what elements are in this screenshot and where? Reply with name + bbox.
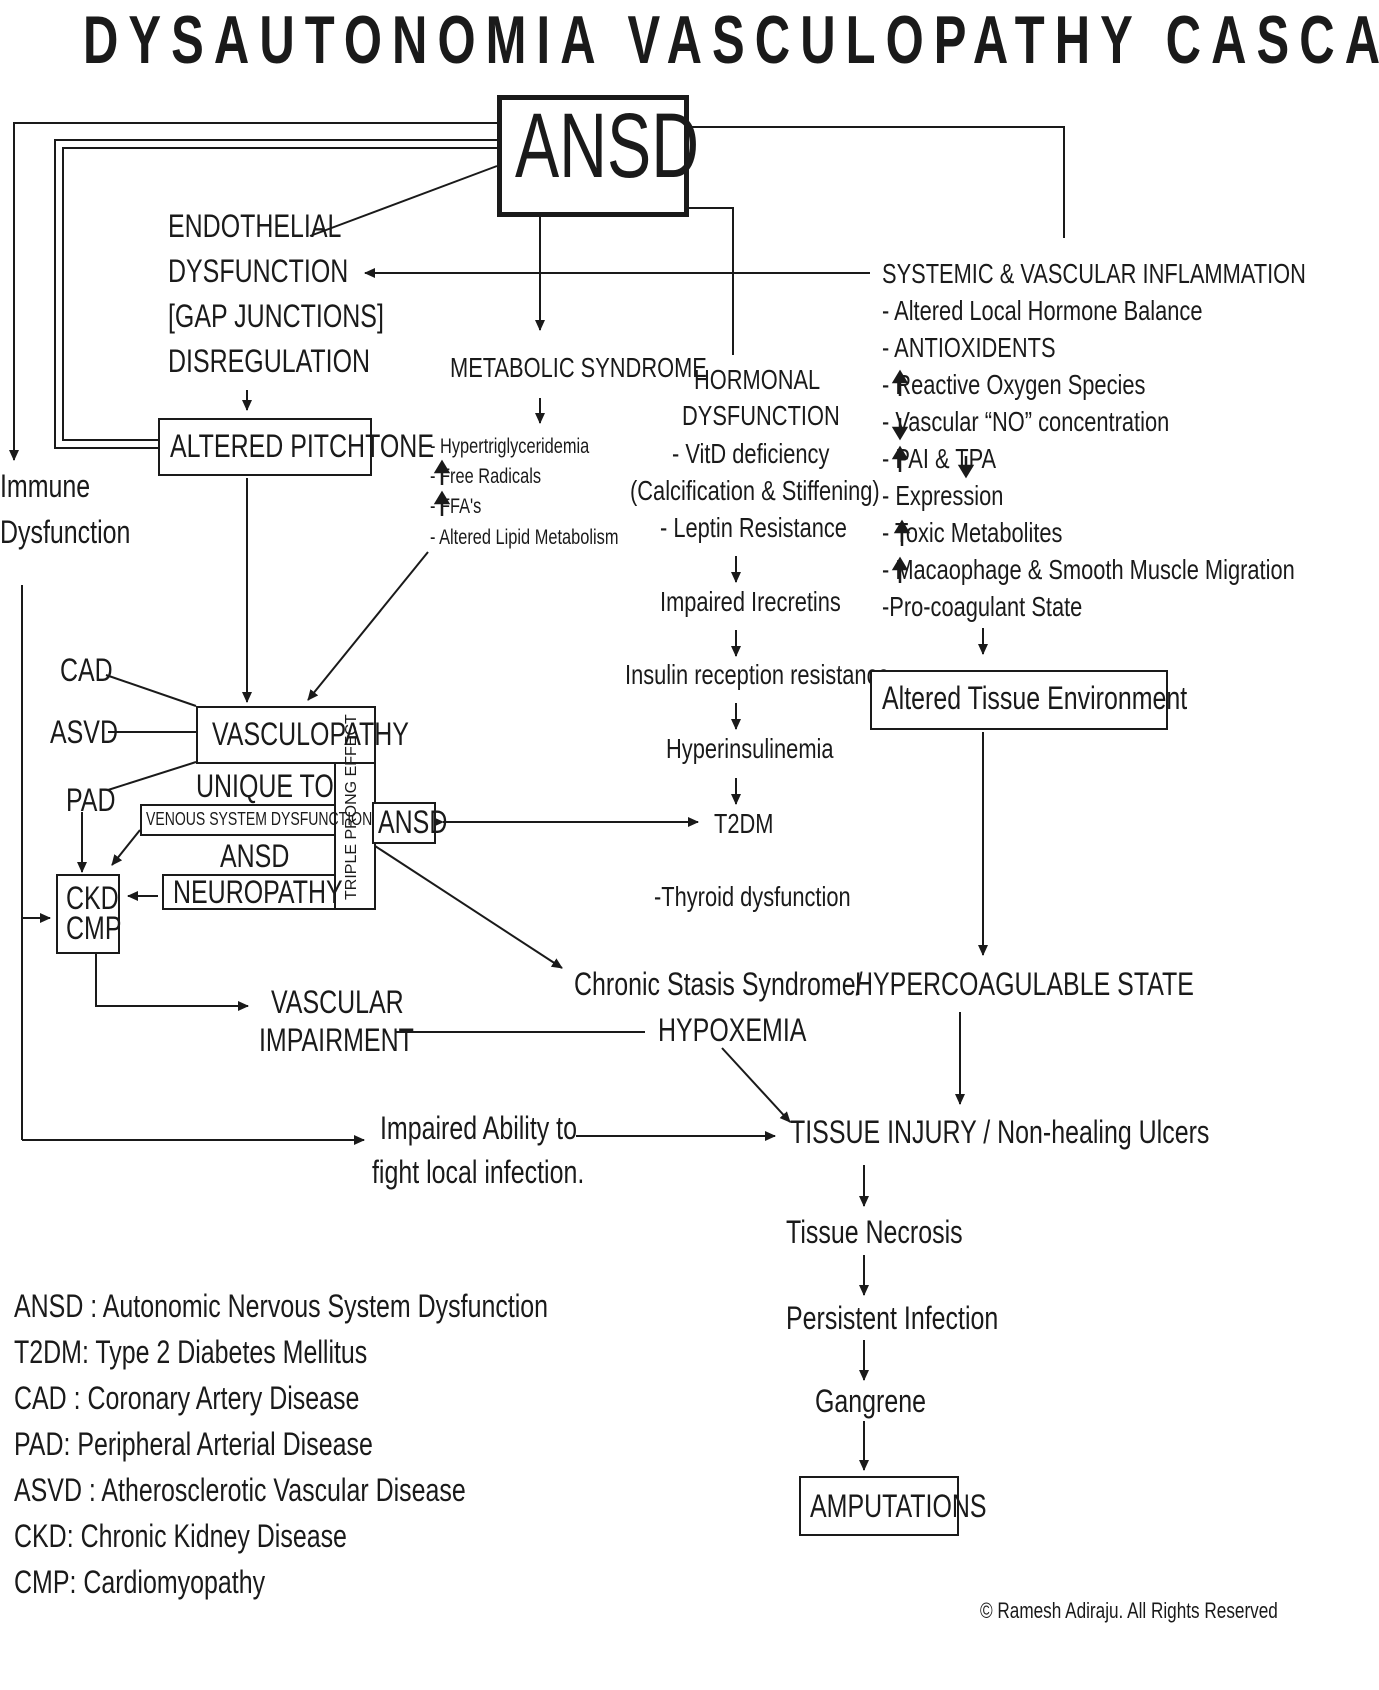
copyright-label: © Ramesh Adiraju. All Rights Reserved: [980, 1598, 1278, 1623]
inflammation-item-4: - Vascular “NO” concentration: [882, 406, 1170, 437]
inflammation-item-7: - Toxic Metabolites: [882, 517, 1063, 548]
cmp-label: CMP: [66, 910, 122, 946]
hormonal-item-2: (Calcification & Stiffening): [630, 475, 880, 506]
venous-box: [140, 804, 336, 836]
hormonal-item-1: - VitD deficiency: [672, 438, 830, 469]
metabolic-item-2: - Free Radicals: [430, 465, 542, 488]
metabolic-item-1: - Hypertriglyceridemia: [430, 435, 590, 458]
legend-item-t2dm: T2DM: Type 2 Diabetes Mellitus: [14, 1334, 368, 1370]
hormonal-title-2: DYSFUNCTION: [682, 400, 840, 431]
inflammation-item-8: - Macaophage & Smooth Muscle Migration: [882, 554, 1295, 585]
legend-item-ansd: ANSD : Autonomic Nervous System Dysfunct…: [14, 1288, 549, 1324]
persistent-infection-label: Persistent Infection: [786, 1300, 999, 1336]
inflammation-item-6: - Expression: [882, 480, 1004, 511]
hypercoagulable-label: HYPERCOAGULABLE STATE: [855, 966, 1194, 1002]
hormonal-chain-3: Hyperinsulinemia: [666, 733, 834, 764]
legend-item-cmp: CMP: Cardiomyopathy: [14, 1564, 266, 1600]
endothelial-line-3: [GAP JUNCTIONS]: [168, 298, 384, 334]
diagram-title: DYSAUTONOMIA VASCULOPATHY CASCADE: [83, 2, 1379, 78]
amputations-box: [799, 1476, 959, 1536]
legend-item-pad: PAD: Peripheral Arterial Disease: [14, 1426, 373, 1462]
metabolic-title: METABOLIC SYNDROME: [450, 352, 707, 383]
cad-label: CAD: [60, 652, 113, 688]
impaired-ability-1: Impaired Ability to: [380, 1110, 577, 1146]
thyroid-label: -Thyroid dysfunction: [654, 881, 851, 912]
inflammation-item-3: - Reactive Oxygen Species: [882, 369, 1146, 400]
vascular-impairment-1: VASCULAR: [271, 984, 404, 1020]
hormonal-item-3: - Leptin Resistance: [660, 512, 847, 543]
inflammation-item-1: - Altered Local Hormone Balance: [882, 295, 1203, 326]
indicator-arrows: [433, 369, 975, 583]
ansd-neuro-label: ANSD: [220, 838, 290, 874]
legend-item-cad: CAD : Coronary Artery Disease: [14, 1380, 360, 1416]
hormonal-title-1: HORMONAL: [694, 364, 821, 395]
tissue-injury-label: TISSUE INJURY / Non-healing Ulcers: [790, 1114, 1210, 1150]
ckd-cmp-box: [56, 874, 120, 954]
pad-label: PAD: [66, 782, 116, 818]
chronic-stasis-1: Chronic Stasis Syndrome/: [574, 966, 863, 1002]
immune-line-1: Immune: [0, 468, 91, 504]
hypoxemia-label: HYPOXEMIA: [658, 1012, 807, 1048]
vascular-impairment-2: IMPAIRMENT: [259, 1022, 414, 1058]
altered-pitchtone-box: [158, 418, 372, 476]
vasculopathy-box: [196, 706, 376, 764]
tissue-necrosis-label: Tissue Necrosis: [786, 1214, 963, 1250]
hormonal-chain-2: Insulin reception resistance: [625, 659, 890, 690]
ansd-root-label: ANSD: [515, 95, 700, 197]
inflammation-item-5: - PAI & TPA: [882, 443, 997, 474]
t2dm-label: T2DM: [714, 808, 774, 839]
asvd-label: ASVD: [50, 714, 118, 750]
impaired-ability-2: fight local infection.: [372, 1154, 585, 1190]
inflammation-title: SYSTEMIC & VASCULAR INFLAMMATION: [882, 258, 1306, 289]
ansd-small-label: ANSD: [378, 804, 448, 840]
ansd-root-box: [497, 95, 689, 217]
legend-item-ckd: CKD: Chronic Kidney Disease: [14, 1518, 347, 1554]
ckd-label: CKD: [66, 880, 119, 916]
endothelial-line-4: DISREGULATION: [168, 343, 371, 379]
neuropathy-label: NEUROPATHY: [173, 874, 343, 910]
metabolic-item-3: - FFA's: [430, 495, 482, 518]
ansd-small-box: [372, 802, 436, 844]
triple-prong-label: TRIPLE PRONG EFFECT: [343, 714, 360, 900]
inflammation-item-2: - ANTIOXIDENTS: [882, 332, 1056, 363]
endothelial-line-1: ENDOTHELIAL: [168, 208, 342, 244]
endothelial-line-2: DYSFUNCTION: [168, 253, 349, 289]
hormonal-chain-1: Impaired Irecretins: [660, 586, 841, 617]
altered-tissue-label: Altered Tissue Environment: [882, 680, 1188, 716]
gangrene-label: Gangrene: [815, 1383, 927, 1419]
amputations-label: AMPUTATIONS: [810, 1488, 987, 1524]
venous-label: VENOUS SYSTEM DYSFUNCTION: [146, 809, 373, 829]
immune-line-2: Dysfunction: [0, 514, 131, 550]
metabolic-item-4: - Altered Lipid Metabolism: [430, 526, 619, 549]
vasculopathy-label: VASCULOPATHY: [212, 716, 409, 752]
legend-item-asvd: ASVD : Atherosclerotic Vascular Disease: [14, 1472, 466, 1508]
neuropathy-box: [162, 874, 336, 910]
altered-pitchtone-label: ALTERED PITCHTONE: [170, 428, 434, 464]
altered-tissue-box: [870, 670, 1168, 730]
unique-to-label: UNIQUE TO: [196, 768, 334, 804]
inflammation-item-9: -Pro-coagulant State: [882, 591, 1083, 622]
